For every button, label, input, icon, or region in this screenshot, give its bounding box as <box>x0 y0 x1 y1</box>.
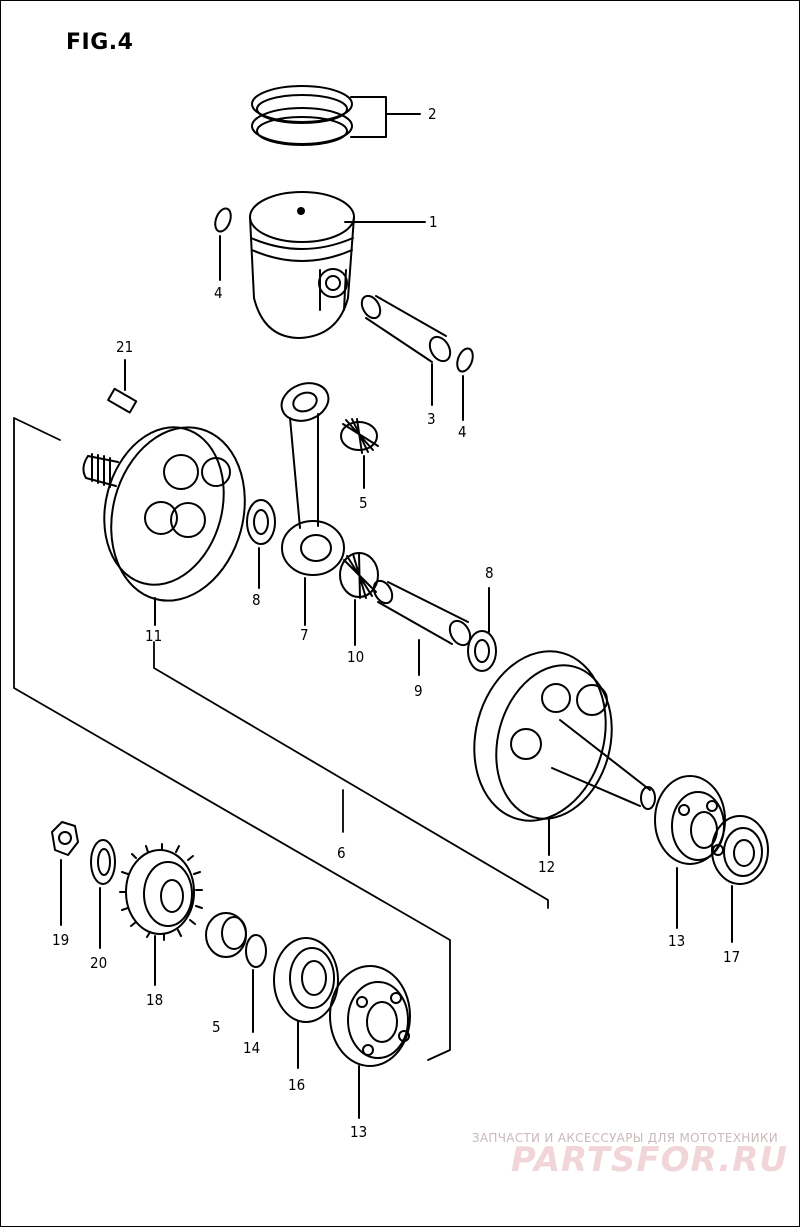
connecting-rod-part <box>280 382 345 626</box>
callout-7: 7 <box>300 626 309 644</box>
crankshaft-assembly-bracket <box>13 417 549 1061</box>
callout-4: 4 <box>214 284 223 302</box>
circlip-part <box>456 347 474 421</box>
callout-19: 19 <box>52 931 69 949</box>
callout-4: 4 <box>458 423 467 441</box>
watermark-caption: ЗАПЧАСТИ И АКСЕССУАРЫ ДЛЯ МОТОТЕХНИКИ <box>471 1131 778 1145</box>
piston-pin-part <box>360 294 452 406</box>
circlip-part <box>214 207 232 281</box>
callout-3: 3 <box>427 410 436 428</box>
oil-seal-part <box>711 815 769 943</box>
callout-6: 6 <box>337 844 346 862</box>
needle-bearing-part <box>340 418 379 489</box>
piston-part <box>249 191 426 339</box>
lock-washer-part <box>90 839 116 949</box>
ball-bearing-part <box>329 965 411 1119</box>
callout-17: 17 <box>723 948 740 966</box>
crankshaft-left-part <box>82 426 246 626</box>
callout-2: 2 <box>428 105 437 123</box>
drive-gear-part <box>119 843 203 986</box>
callout-5: 5 <box>212 1018 221 1036</box>
callout-14: 14 <box>243 1039 260 1057</box>
callout-11: 11 <box>145 627 162 645</box>
callout-16: 16 <box>288 1076 305 1094</box>
callout-13: 13 <box>350 1123 367 1141</box>
callout-1: 1 <box>429 213 438 231</box>
figure-title: FIG.4 <box>66 30 134 55</box>
callout-12: 12 <box>538 858 555 876</box>
needle-bearing-part <box>339 552 379 646</box>
callout-8: 8 <box>252 591 261 609</box>
ball-bearing-part <box>654 775 726 929</box>
watermark-logo: PARTSFOR.RU <box>510 1140 788 1180</box>
circlip-part <box>245 934 267 1033</box>
callout-18: 18 <box>146 991 163 1009</box>
oil-seal-part <box>273 937 339 1069</box>
thrust-washer-part <box>246 499 276 589</box>
callout-10: 10 <box>347 648 364 666</box>
woodruff-key-part <box>107 359 138 414</box>
bushing-part <box>205 912 247 958</box>
callout-13: 13 <box>668 932 685 950</box>
callout-8: 8 <box>485 564 494 582</box>
piston-rings-part <box>251 85 421 146</box>
crankshaft-right-part <box>473 650 656 856</box>
nut-part <box>51 821 79 926</box>
callout-20: 20 <box>90 954 107 972</box>
callout-9: 9 <box>414 682 423 700</box>
crank-pin-part <box>372 579 472 676</box>
callout-5: 5 <box>359 494 368 512</box>
thrust-washer-part <box>467 587 497 672</box>
callout-21: 21 <box>116 338 133 356</box>
